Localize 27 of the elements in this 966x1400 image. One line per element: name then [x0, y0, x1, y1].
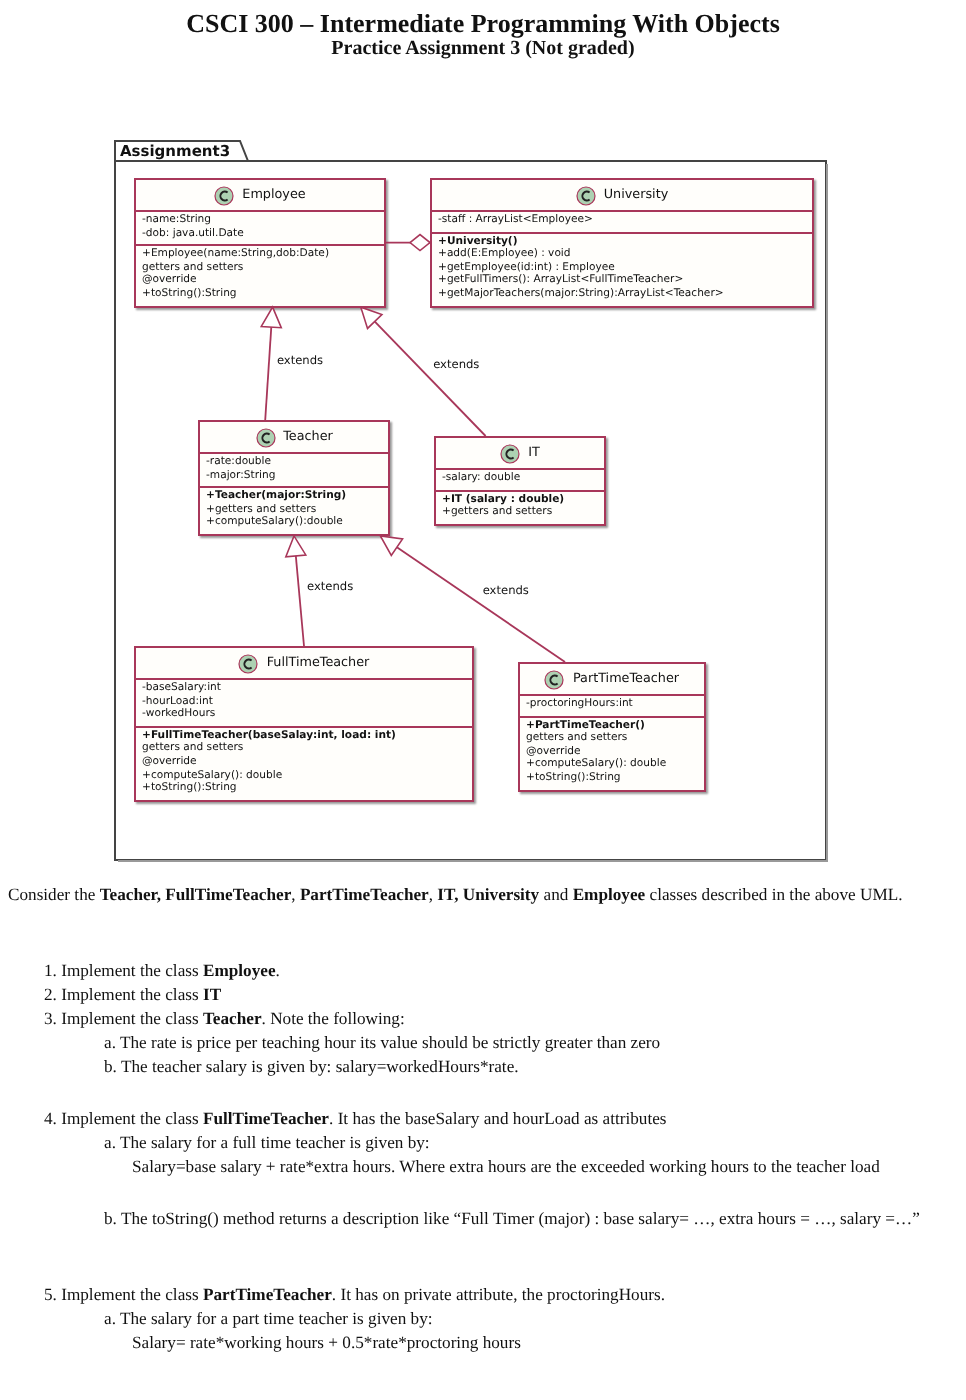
connector: [260, 306, 283, 421]
class-box: [430, 178, 814, 308]
connector: [385, 233, 431, 252]
connector: [285, 535, 307, 647]
instruction-text: Salary= rate*working hours + 0.5*rate*proctoring hours: [132, 1330, 523, 1354]
class-box: [134, 646, 474, 802]
instruction-text: 5. Implement the class PartTimeTeacher. It has on private attribute, the proctoringHours.: [44, 1282, 668, 1306]
class-box: [198, 420, 390, 536]
class-box: [134, 178, 386, 308]
connector: [359, 306, 487, 437]
class-box: [434, 436, 606, 526]
instruction-text: b. The teacher salary is given by: salary=workedHours*rate.: [104, 1054, 521, 1078]
connector: [379, 535, 566, 663]
page-title: CSCI 300 – Intermediate Programming With Objects: [184, 8, 782, 40]
instruction-text: a. The rate is price per teaching hour its value should be strictly greater than zero: [104, 1030, 663, 1054]
instruction-text: 1. Implement the class Employee.: [44, 958, 282, 982]
instruction-text: 2. Implement the class IT: [44, 982, 224, 1006]
package-frame: [114, 140, 830, 864]
instruction-text: b. The toString() method returns a description like “Full Timer (major) : base salary= …, extra hours = …, salary =…”: [104, 1206, 922, 1230]
class-box: [518, 662, 706, 792]
instruction-text: Consider the Teacher, FullTimeTeacher, PartTimeTeacher, IT, University and Employee classes described in the above UML.: [8, 882, 905, 906]
instruction-text: a. The salary for a part time teacher is given by:: [104, 1306, 435, 1330]
instruction-text: Salary=base salary + rate*extra hours. Where extra hours are the exceeded working hours to the teacher load: [132, 1154, 882, 1178]
instruction-text: 3. Implement the class Teacher. Note the following:: [44, 1006, 407, 1030]
subtitle: Practice Assignment 3 (Not graded): [329, 38, 637, 62]
instruction-text: 4. Implement the class FullTimeTeacher. It has the baseSalary and hourLoad as attributes: [44, 1106, 669, 1130]
instruction-text: a. The salary for a full time teacher is given by:: [104, 1130, 432, 1154]
